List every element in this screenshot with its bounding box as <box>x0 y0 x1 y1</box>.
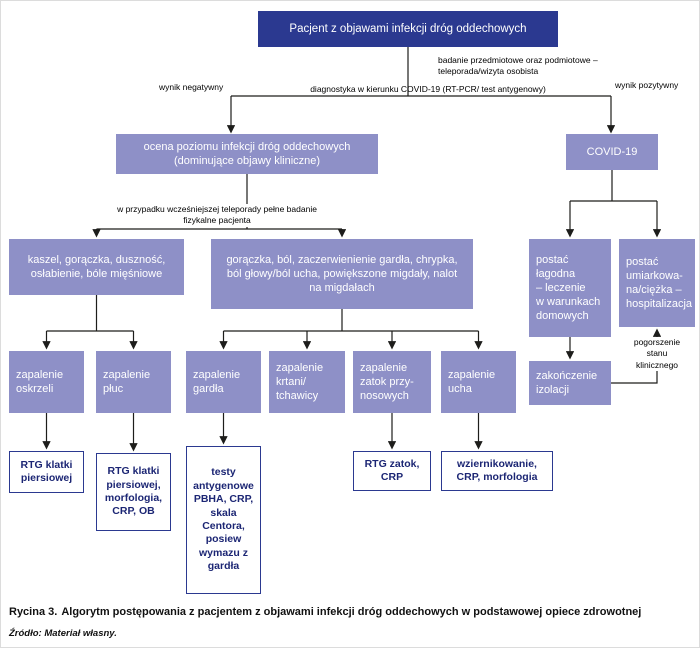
figure-source: Źródło: Materiał własny. <box>9 628 117 639</box>
label-covid-diagnostics: diagnostyka w kierunku COVID-19 (RT-PCR/… <box>310 84 546 94</box>
node-bronchitis: zapalenie oskrzeli <box>9 351 84 413</box>
node-patient: Pacjent z objawami infekcji dróg oddecho… <box>258 11 558 47</box>
node-laryngitis: zapalenie krtani/ tchawicy <box>269 351 345 413</box>
node-sinusitis: zapalenie zatok przy- nosowych <box>353 351 431 413</box>
node-pharyngitis: zapalenie gardła <box>186 351 261 413</box>
node-pneumonia: zapalenie płuc <box>96 351 171 413</box>
label-exam-type: badanie przedmiotowe oraz podmiotowe – t… <box>438 55 598 77</box>
label-result-positive: wynik pozytywny <box>615 80 679 90</box>
figure-caption-label: Rycina 3. <box>9 606 58 618</box>
node-covid19: COVID-19 <box>566 134 658 170</box>
figure-caption-text: Algorytm postępowania z pacjentem z obja… <box>61 606 642 618</box>
connector-trunks <box>46 47 657 332</box>
label-result-negative: wynik negatywny <box>159 82 224 92</box>
node-infection-assessment: ocena poziomu infekcji dróg oddechowych … <box>116 134 378 174</box>
node-symptoms-general: kaszel, gorączka, duszność, osłabienie, … <box>9 239 184 295</box>
node-symptoms-throat: gorączka, ból, zaczerwienienie gardła, c… <box>211 239 473 309</box>
node-test-antigen: testy antygenowe PBHA, CRP, skala Centor… <box>186 446 261 594</box>
node-test-sinus: RTG zatok, CRP <box>353 451 431 491</box>
label-clinical-worsening: pogorszenie stanu klinicznego <box>627 337 687 372</box>
label-teleconsult-note: w przypadku wcześniejszej teleporady peł… <box>106 204 328 227</box>
node-otitis: zapalenie ucha <box>441 351 516 413</box>
node-test-chest-full: RTG klatki piersiowej, morfologia, CRP, … <box>96 453 171 531</box>
node-isolation-end: zakończenie izolacji <box>529 361 611 405</box>
node-test-ear: wziernikowanie, CRP, morfologia <box>441 451 553 491</box>
figure-caption: Rycina 3.Algorytm postępowania z pacjent… <box>9 605 697 619</box>
node-covid-mild: postać łagodna – leczenie w warunkach do… <box>529 239 611 337</box>
node-test-chest-xray: RTG klatki piersiowej <box>9 451 84 493</box>
node-covid-severe: postać umiarkowa- na/ciężka – hospitaliz… <box>619 239 695 327</box>
